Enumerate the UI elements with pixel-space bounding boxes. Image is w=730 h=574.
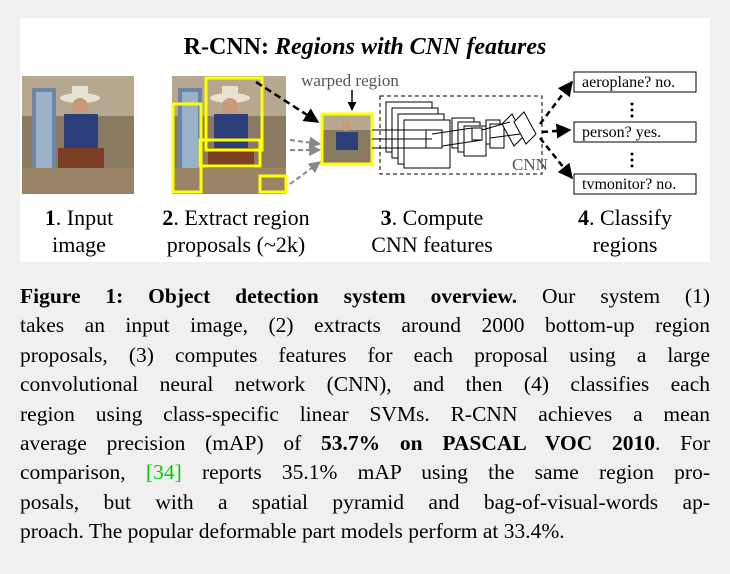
output-arrow bbox=[539, 137, 573, 180]
caption-line: takes an input image, (2) extracts aroun… bbox=[20, 313, 710, 338]
proposal-arrow bbox=[289, 136, 322, 149]
caption-line: proach. The popular deformable part mode… bbox=[20, 519, 565, 544]
caption-text: comparison, bbox=[20, 460, 146, 485]
svg-text:person? yes.: person? yes. bbox=[582, 124, 661, 141]
proposal-box bbox=[258, 174, 288, 194]
output-arrow bbox=[541, 123, 572, 139]
input-image bbox=[22, 76, 134, 194]
output-arrow bbox=[539, 80, 573, 125]
citation-link[interactable]: [34] bbox=[145, 460, 182, 485]
pipeline-diagram: R-CNN: Regions with CNN features bbox=[22, 34, 697, 195]
vertical-ellipsis bbox=[630, 152, 634, 168]
output-box-aeroplane: aeroplane? no. bbox=[573, 71, 697, 93]
caption-result: 53.7% on PASCAL VOC 2010 bbox=[321, 431, 656, 456]
warped-region-image bbox=[320, 112, 374, 166]
proposal-box bbox=[198, 138, 262, 168]
caption-text: . For bbox=[655, 431, 710, 456]
proposal-box bbox=[204, 76, 264, 152]
svg-text:tvmonitor? no.: tvmonitor? no. bbox=[582, 176, 676, 193]
figure-title: R-CNN: Regions with CNN features bbox=[184, 34, 547, 60]
caption-heading: Object detection system overview. bbox=[148, 284, 518, 308]
proposal-arrow bbox=[289, 161, 321, 185]
figure-caption: Figure 1: Object detection system overvi… bbox=[20, 282, 710, 547]
caption-label: Figure 1: bbox=[20, 284, 124, 308]
caption-text: average precision (mAP) of bbox=[20, 431, 322, 456]
output-box-tvmonitor: tvmonitor? no. bbox=[573, 173, 697, 195]
caption-line: region using class-specific linear SVMs.… bbox=[20, 401, 710, 426]
svg-text:aeroplane? no.: aeroplane? no. bbox=[582, 74, 675, 91]
caption-line: proposals, (3) computes features for eac… bbox=[20, 342, 710, 367]
vertical-ellipsis bbox=[630, 102, 634, 118]
cnn-box bbox=[379, 95, 543, 175]
proposal-arrow bbox=[255, 80, 320, 124]
proposals-image bbox=[171, 76, 288, 194]
caption-line: convolutional neural network (CNN), and … bbox=[20, 372, 710, 397]
caption-text: reports 35.1% mAP using the same region … bbox=[181, 460, 710, 485]
output-box-person: person? yes. bbox=[573, 121, 697, 143]
warped-region-label: warped region bbox=[301, 71, 399, 90]
figure-panel: R-CNN: Regions with CNN features bbox=[20, 18, 710, 262]
caption-line: posals, but with a spatial pyramid and b… bbox=[20, 489, 710, 514]
caption-line: Our system (1) bbox=[517, 284, 710, 308]
cnn-label: CNN bbox=[512, 155, 548, 174]
